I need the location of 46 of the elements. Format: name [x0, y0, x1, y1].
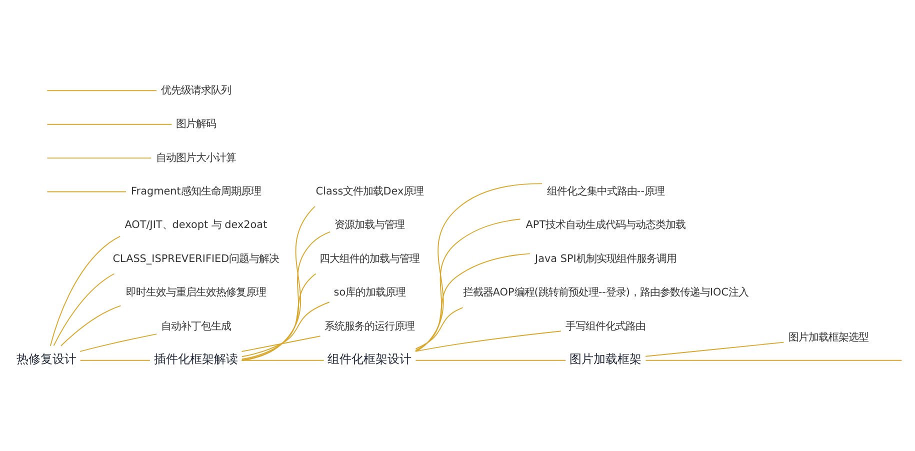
node-text: so库的加载原理 [334, 286, 406, 299]
node-text: CLASS_ISPREVERIFIED问题与解决 [112, 252, 280, 265]
connector [60, 305, 122, 346]
node-text: 优先级请求队列 [160, 84, 231, 96]
node-text: 组件化之集中式路由--原理 [546, 186, 664, 198]
connector [241, 302, 330, 358]
node-text: Java SPI机制实现组件服务调用 [535, 252, 676, 265]
node-text: AOT/JIT、dexopt 与 dex2oat [124, 219, 268, 232]
connector [415, 307, 464, 350]
connector [241, 206, 316, 362]
node-text: APT技术自动生成代码与动态类加载 [526, 219, 686, 232]
connector [241, 231, 331, 361]
connector [46, 124, 172, 125]
connector [415, 218, 521, 352]
connector [53, 273, 115, 346]
node-text: 自动图片大小计算 [156, 152, 236, 164]
connector [46, 90, 157, 92]
node-text: 拦截器AOP编程(跳转前预处理--登录)，路由参数传递与IOC注入 [462, 286, 749, 299]
connector [50, 236, 121, 346]
connector [241, 360, 324, 361]
connector [46, 191, 127, 192]
node-text: 插件化框架解读 [154, 352, 238, 366]
connector [415, 253, 530, 352]
node-text: 自动补丁包生成 [160, 320, 231, 332]
node-text: Fragment感知生命周期原理 [131, 186, 261, 198]
connector [80, 360, 150, 361]
connector [241, 336, 321, 352]
node-text: 手写组件化式路由 [566, 320, 646, 332]
node-text: 组件化框架设计 [328, 352, 412, 366]
node-text: 图片解码 [176, 118, 216, 130]
node-text: 资源加载与管理 [334, 219, 405, 232]
node-text: 图片加载框架 [570, 352, 642, 366]
node-text: Class文件加载Dex原理 [316, 186, 424, 198]
node-text: 即时生效与重启生效热修复原理 [126, 286, 266, 299]
node-text: 图片加载框架选型 [788, 332, 868, 344]
connector [80, 334, 158, 352]
connector [415, 183, 543, 352]
node-text: 热修复设计 [16, 352, 76, 366]
connector [46, 158, 152, 159]
node-text: 系统服务的运行原理 [324, 320, 415, 332]
connector [645, 342, 784, 357]
connector [241, 273, 316, 360]
connector [645, 360, 902, 361]
node-text: 四大组件的加载与管理 [320, 252, 420, 265]
connector [415, 360, 566, 361]
connector [415, 330, 562, 352]
